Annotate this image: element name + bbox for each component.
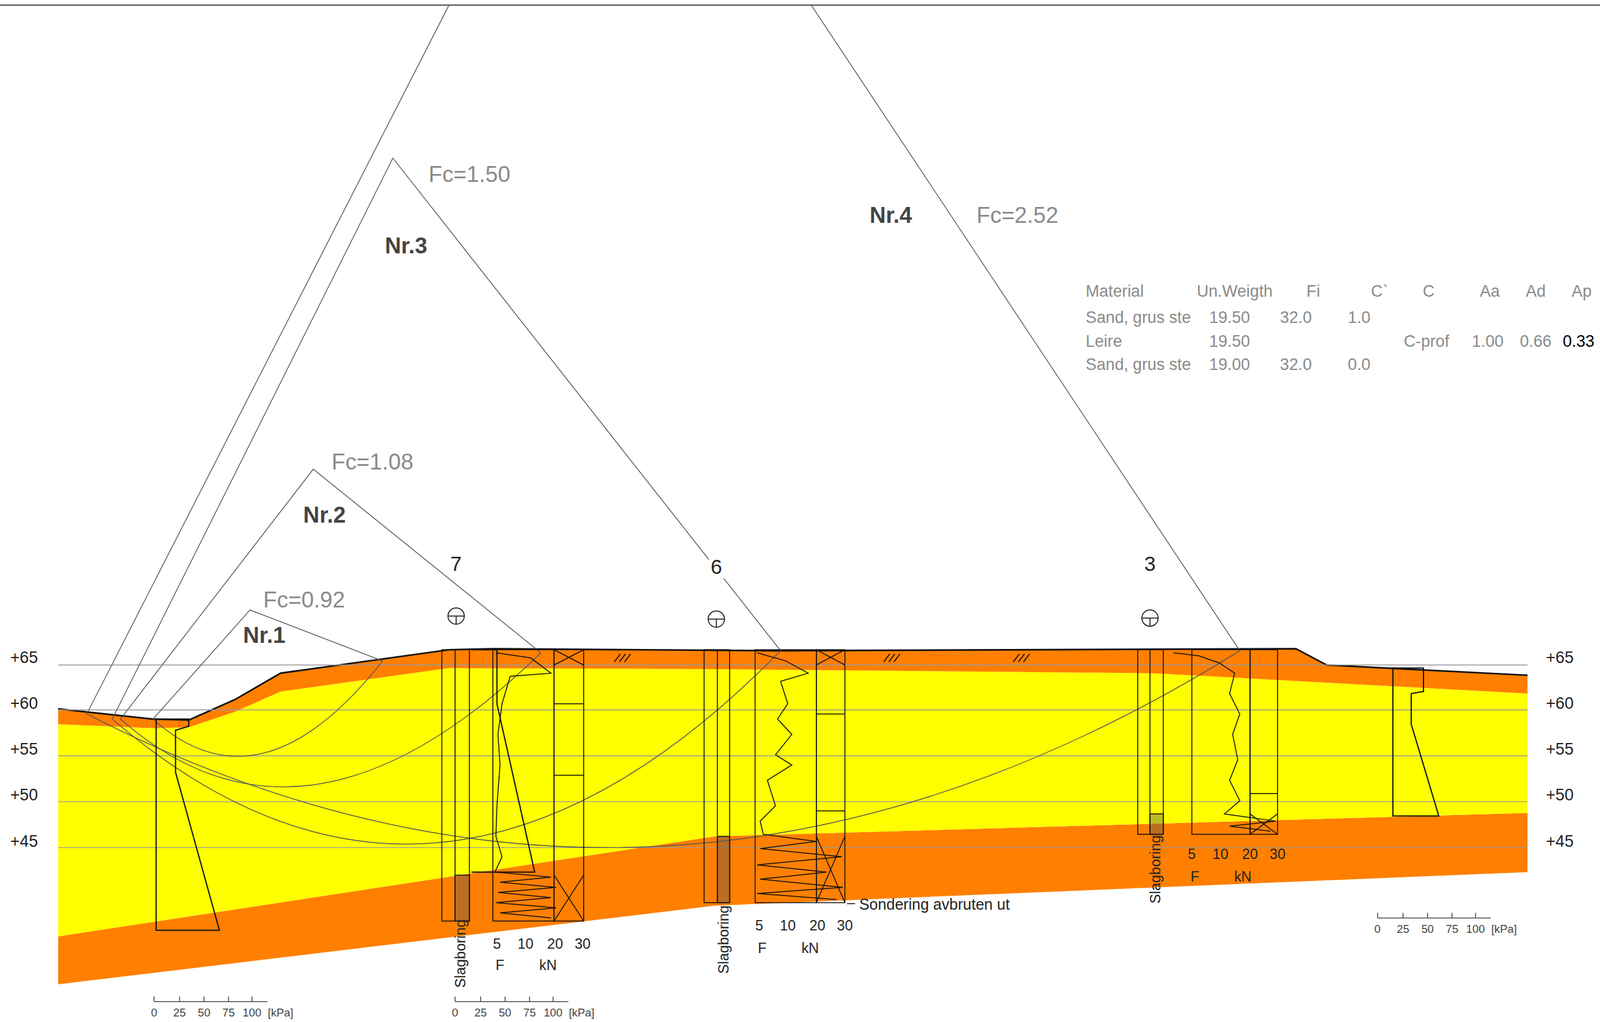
slip-surfaces — [86, 4, 1240, 848]
elevation-label: +45 — [1545, 832, 1574, 851]
scale-label: 0 — [451, 1007, 459, 1020]
axis-tick: 10 — [1212, 847, 1229, 863]
borehole-number: 7 — [450, 553, 463, 576]
borehole-type: Slagboring — [1148, 835, 1164, 904]
axis-unit: kN — [801, 941, 819, 957]
table-cell: Sand, grus ste — [1085, 356, 1191, 374]
safety-factor: Fc=0.92 — [263, 587, 346, 612]
safety-factor: Fc=1.08 — [331, 450, 414, 475]
axis-tick: 5 — [1187, 847, 1196, 863]
axis-tick: 5 — [492, 936, 501, 953]
scale-label: 50 — [498, 1007, 512, 1020]
table-cell: 1.00 — [1471, 332, 1504, 351]
scale-label: 25 — [173, 1007, 186, 1020]
table-cell: Leire — [1085, 332, 1122, 351]
borehole-6 — [704, 611, 846, 904]
scale-label: 100 — [242, 1007, 262, 1020]
axis-tick: 10 — [517, 936, 534, 953]
scale-label: 0 — [1374, 923, 1381, 936]
axis-tick: 20 — [809, 918, 826, 935]
elevation-label: +60 — [1545, 694, 1574, 713]
surface-number: Nr.3 — [384, 233, 427, 258]
scale-unit: [kPa] — [1491, 923, 1517, 936]
borehole-type: Slagboring — [716, 905, 733, 975]
ground-surface — [58, 649, 1528, 721]
shear-strength-profile — [156, 649, 1439, 931]
axis-tick: 5 — [755, 918, 764, 935]
surface-number: Nr.2 — [303, 503, 346, 528]
axis-unit: F — [1190, 869, 1200, 886]
axis-unit: kN — [539, 958, 557, 975]
axis-tick: 10 — [779, 918, 796, 935]
axis-unit: kN — [1234, 869, 1252, 886]
scale-label: 0 — [150, 1007, 157, 1020]
scale-unit: [kPa] — [268, 1007, 294, 1020]
borehole-7 — [442, 608, 584, 922]
table-header: Ad — [1525, 282, 1546, 301]
table-header: Fi — [1306, 282, 1320, 301]
safety-factor: Fc=2.52 — [976, 202, 1059, 228]
table-cell: 0.0 — [1347, 356, 1371, 374]
table-cell: C-prof — [1403, 332, 1450, 351]
table-cell: 19.00 — [1209, 356, 1251, 374]
elevation-label: +50 — [10, 787, 38, 805]
table-cell: 19.50 — [1209, 332, 1251, 351]
surface-number: Nr.1 — [243, 623, 286, 648]
safety-factor: Fc=1.50 — [428, 162, 511, 187]
scale-label: 100 — [543, 1007, 563, 1020]
table-header: C — [1422, 282, 1435, 301]
elevation-label: +65 — [1545, 649, 1574, 667]
table-header: Material — [1085, 282, 1144, 301]
surface-number: Nr.4 — [869, 202, 912, 228]
scale-label: 25 — [1396, 923, 1409, 936]
axis-tick: 30 — [574, 936, 591, 953]
axis-unit: F — [495, 958, 505, 975]
table-cell: 0.66 — [1520, 332, 1552, 351]
borehole-type: Slagboring — [453, 919, 470, 989]
elevation-label: +45 — [10, 832, 38, 851]
table-cell: 0.33 — [1562, 332, 1595, 351]
table-cell: 32.0 — [1280, 309, 1312, 328]
scale-label: 50 — [1421, 923, 1434, 936]
scale-label: 50 — [197, 1007, 211, 1020]
borehole-number: 3 — [1144, 553, 1157, 576]
elevation-label: +50 — [1545, 787, 1574, 805]
sounding-note: Sondering avbruten ut — [859, 896, 1010, 914]
table-cell: 1.0 — [1347, 309, 1371, 328]
scale-label: 100 — [1466, 923, 1486, 936]
table-header: Aa — [1479, 282, 1500, 301]
elevation-label: +55 — [1545, 740, 1574, 759]
axis-tick: 30 — [1269, 847, 1286, 863]
table-cell: Sand, grus ste — [1085, 309, 1191, 328]
borehole-number: 6 — [709, 556, 725, 579]
scale-label: 75 — [222, 1007, 235, 1020]
axis-unit: F — [757, 941, 767, 957]
hatch-marks — [614, 654, 1030, 662]
borehole-3 — [1137, 610, 1278, 835]
table-cell: 32.0 — [1280, 356, 1312, 374]
scale-label: 75 — [523, 1007, 536, 1020]
table-header: Un.Weigth — [1196, 282, 1273, 301]
scale-unit: [kPa] — [568, 1007, 595, 1020]
top-sand-layer — [58, 649, 1528, 729]
axis-tick: 20 — [547, 936, 564, 953]
elevation-label: +65 — [10, 649, 38, 667]
elevation-label: +55 — [10, 740, 38, 759]
scale-label: 75 — [1445, 923, 1458, 936]
scale-label: 25 — [474, 1007, 487, 1020]
axis-tick: 20 — [1242, 847, 1259, 863]
elevation-grid — [58, 665, 1528, 848]
axis-tick: 30 — [837, 918, 854, 935]
table-cell: 19.50 — [1209, 309, 1251, 328]
table-header: Ap — [1571, 282, 1593, 301]
scale-bars — [153, 912, 1491, 1002]
table-header: C` — [1370, 282, 1389, 301]
elevation-label: +60 — [10, 694, 38, 713]
